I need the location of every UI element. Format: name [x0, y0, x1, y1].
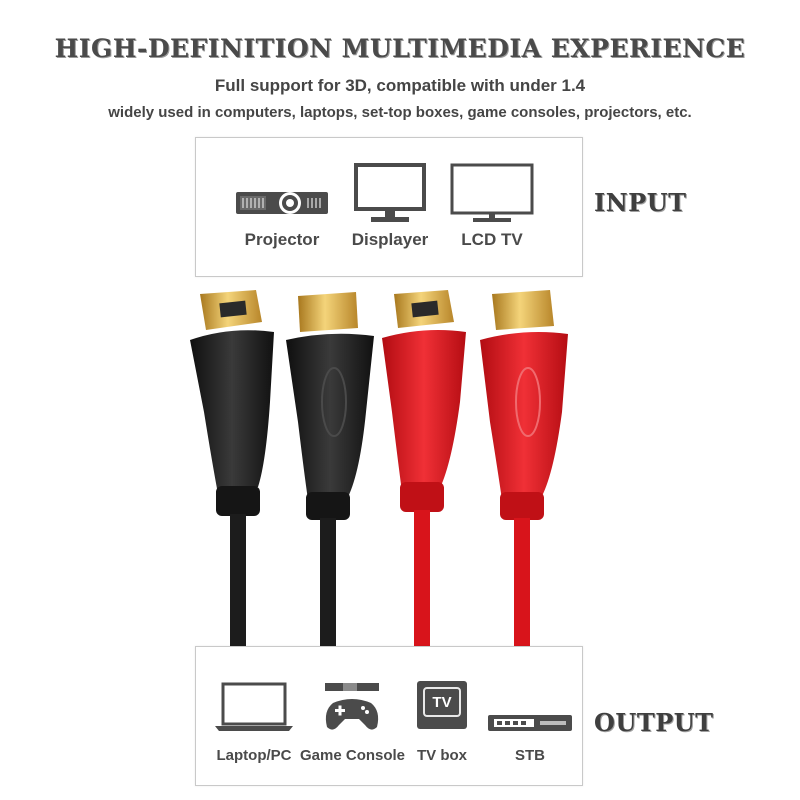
output-devices-panel: Laptop/PC Game Console TV TV box STB	[195, 646, 583, 786]
hdmi-connector-black-1	[190, 290, 274, 648]
device-label: Projector	[244, 230, 320, 249]
page-subtitle: Full support for 3D, compatible with und…	[214, 76, 586, 95]
tv-box-icon: TV	[417, 681, 467, 729]
device-projector: Projector	[226, 186, 338, 250]
hdmi-cables-illustration	[190, 290, 568, 648]
monitor-icon	[354, 163, 426, 222]
laptop-icon	[215, 682, 293, 731]
device-tv-box: TV TV box	[404, 681, 480, 764]
gamepad-icon	[325, 683, 379, 730]
page-title: HIGH-DEFINITION MULTIMEDIA EXPERIENCE	[54, 34, 746, 63]
input-devices-panel: Projector Displayer LCD TV	[195, 137, 583, 277]
hdmi-connector-red-2	[480, 290, 568, 648]
device-label: LCD TV	[461, 230, 523, 249]
device-label: Game Console	[300, 747, 406, 764]
device-lcd-tv: LCD TV	[446, 162, 538, 250]
device-label: TV box	[416, 747, 467, 764]
device-laptop-pc: Laptop/PC	[208, 681, 300, 764]
device-label: STB	[515, 747, 545, 764]
device-game-console: Game Console	[300, 681, 406, 764]
input-label: INPUT	[594, 188, 687, 217]
tv-box-badge: TV	[423, 687, 461, 717]
page-description: widely used in computers, laptops, set-t…	[108, 104, 692, 121]
hdmi-connector-black-2	[286, 292, 374, 648]
output-label: OUTPUT	[594, 708, 714, 737]
device-displayer: Displayer	[344, 162, 436, 250]
hdmi-connector-red-1	[382, 290, 466, 648]
tv-icon	[450, 163, 534, 222]
device-label: Laptop/PC	[216, 747, 292, 764]
set-top-box-icon	[488, 715, 572, 731]
device-stb: STB	[482, 681, 578, 764]
device-label: Displayer	[351, 230, 429, 249]
projector-icon	[236, 192, 328, 214]
